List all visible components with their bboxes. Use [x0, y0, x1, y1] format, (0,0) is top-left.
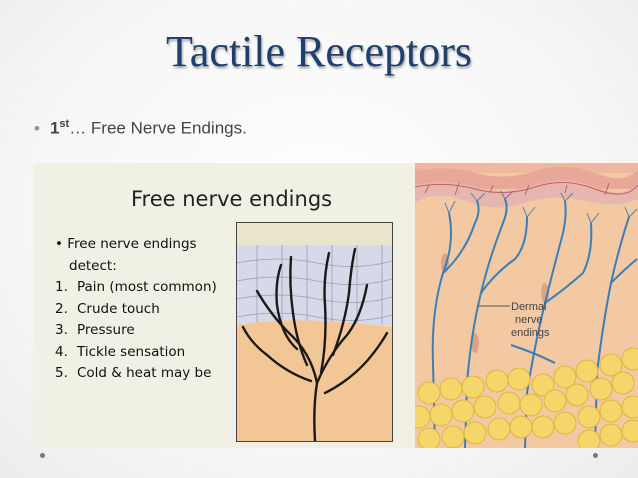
- list-item-label: Pressure: [77, 322, 135, 338]
- list-item-number: 3.: [55, 322, 68, 338]
- slide-corner-dot-right: [593, 453, 598, 458]
- bullet-text: … Free Nerve Endings.: [69, 118, 247, 138]
- list-item-label: Crude touch: [77, 300, 160, 317]
- list-item-label: Cold & heat may be: [77, 365, 212, 381]
- nerve-ending-drawing: [237, 223, 392, 441]
- dermal-label-line2: nerve: [515, 314, 543, 326]
- bullet-ordinal-suffix: st: [59, 118, 70, 130]
- list-item-label: Tickle sensation: [77, 343, 186, 360]
- free-nerve-ending-illustration: [236, 222, 393, 442]
- list-item: 5. Cold & heat may be: [55, 363, 235, 385]
- bullet-ordinal: 1: [49, 118, 60, 138]
- slide-corner-dot-left: [40, 453, 45, 458]
- bullet-free-nerve-endings: • 1st… Free Nerve Endings.: [34, 118, 247, 139]
- slide-title: Tactile Receptors: [165, 27, 472, 76]
- list-item-number: 5.: [55, 365, 68, 381]
- list-item-label: Pain (most common): [77, 279, 217, 295]
- panel-list: • Free nerve endings detect: 1. Pain (mos…: [55, 234, 235, 385]
- dermal-nerve-drawing: Dermal nerve endings: [415, 163, 638, 448]
- bullet-dot-icon: •: [34, 118, 40, 138]
- list-item: 3. Pressure: [55, 320, 235, 342]
- dermal-nerve-endings-illustration: Dermal nerve endings: [415, 163, 638, 448]
- list-item: 1. Pain (most common): [55, 277, 235, 299]
- list-item: 4. Tickle sensation: [55, 342, 235, 364]
- panel-title: Free nerve endings: [131, 187, 333, 211]
- list-item: 2. Crude touch: [55, 299, 235, 321]
- list-item-number: 2.: [55, 300, 68, 317]
- panel-lead-text: Free nerve endings detect:: [67, 236, 197, 274]
- panel-lead-bullet: • Free nerve endings detect:: [55, 236, 197, 274]
- list-item-number: 4.: [55, 343, 68, 360]
- dermal-label-line3: endings: [511, 327, 550, 339]
- list-item-number: 1.: [55, 279, 68, 295]
- dermal-label-line1: Dermal: [511, 301, 546, 313]
